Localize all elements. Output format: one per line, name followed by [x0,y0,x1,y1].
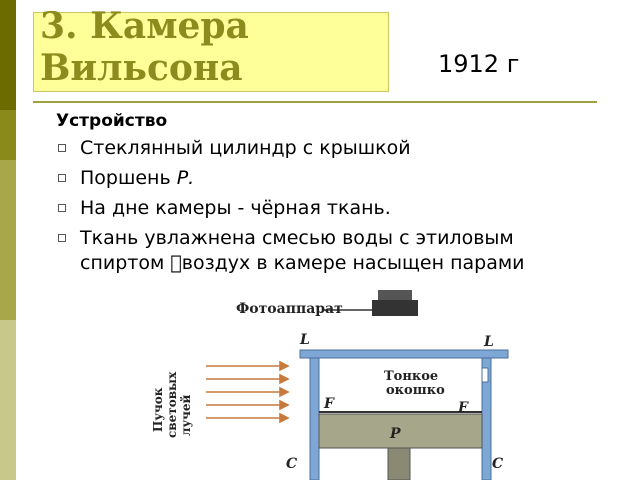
bullet-text: Стеклянный цилиндр с крышкой [80,137,411,159]
slide-title: 3. Камера Вильсона [40,5,249,89]
section-heading: Устройство [56,111,168,131]
square-bullet-icon [58,234,66,242]
bullet-text: Поршень [80,167,177,189]
year-label: 1912 г [438,50,520,78]
cylinder-wall-left [309,357,320,480]
bullet-item: На дне камеры - чёрная ткань. [56,196,596,221]
cloud-chamber-figure: Фотоаппарат Пучок световых лучей L [140,282,520,480]
label-f-right: F [457,400,469,416]
piston-rod [387,447,411,480]
bullet-item: Стеклянный цилиндр с крышкой [56,136,596,161]
square-bullet-icon [58,204,66,212]
title-box: 3. Камера Вильсона [33,5,389,92]
label-l-right: L [483,334,494,350]
square-bullet-icon [58,174,66,182]
light-rays [206,360,290,424]
window-label-line: окошко [386,383,445,398]
beam-label-line: световых [165,371,179,438]
camera-icon [322,290,418,316]
camera-label: Фотоаппарат [236,301,343,317]
label-c-left: С [286,456,297,472]
label-c-right: С [492,456,503,472]
beam-label: Пучок световых лучей [151,371,193,438]
label-f-left: F [323,396,335,412]
bullet-list: Стеклянный цилиндр с крышкой Поршень Р. … [56,136,596,281]
title-divider [33,101,597,103]
piston [318,413,483,449]
window-label-line: Тонкое [384,369,438,384]
bullet-text: На дне камеры - чёрная ткань. [80,197,391,219]
left-decorative-bar [0,0,16,480]
glass-lid [299,349,509,359]
bullet-item: Поршень Р. [56,166,596,191]
square-bullet-icon [58,144,66,152]
thin-window [481,367,489,383]
label-p: Р [389,426,401,442]
label-l-left: L [299,332,310,348]
bullet-item: Ткань увлажнена смесью воды с этиловым с… [56,226,596,276]
beam-label-line: лучей [179,394,193,436]
beam-label-line: Пучок [151,387,165,432]
bullet-text: Ткань увлажнена смесью воды с этиловым с… [80,227,525,274]
bullet-italic-text: Р. [176,167,195,189]
